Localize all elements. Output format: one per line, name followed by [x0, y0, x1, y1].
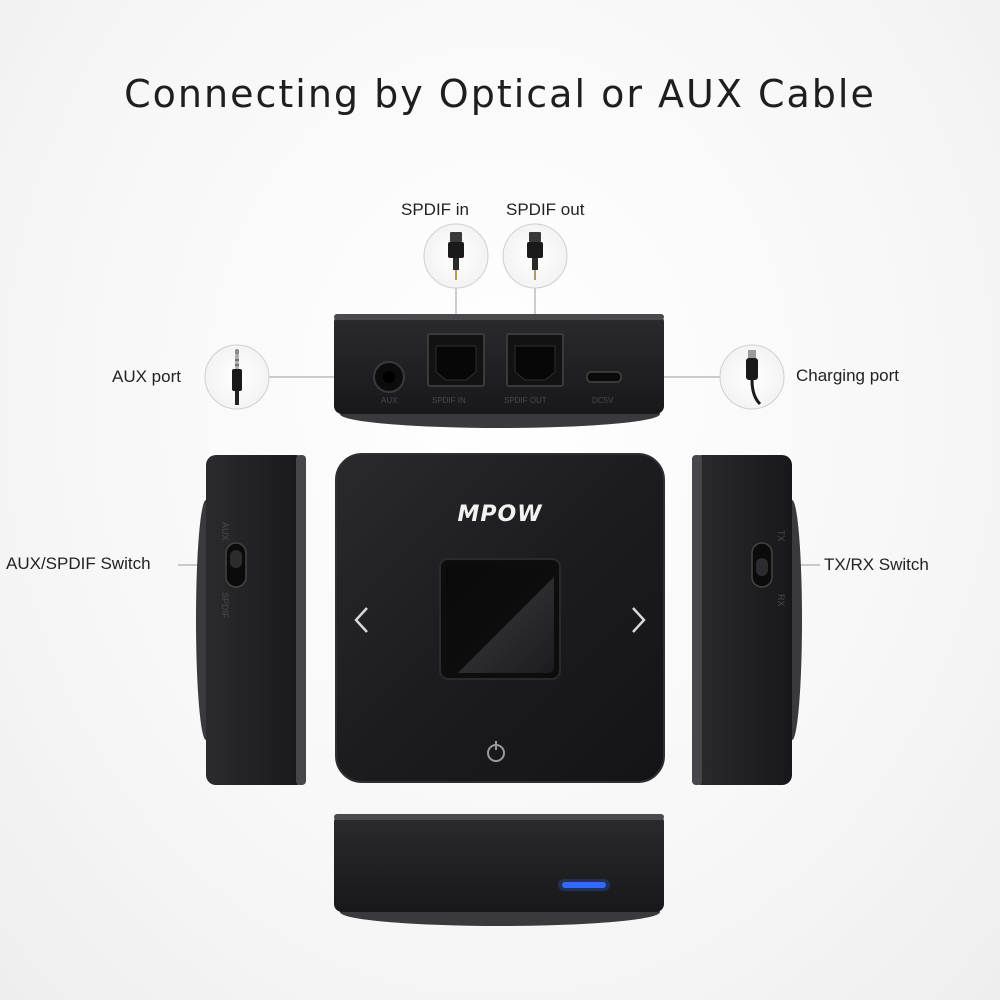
switch-label-tx: TX: [776, 530, 786, 542]
page-title: Connecting by Optical or AUX Cable: [124, 72, 876, 116]
brand-logo: MPOW: [458, 502, 544, 527]
charging-port-socket: [586, 371, 622, 383]
circle-charging-port: [719, 344, 785, 410]
label-charging-port: Charging port: [796, 366, 900, 385]
port-label-dc: DC5V: [592, 396, 614, 405]
device-top-view: MPOW: [335, 453, 665, 783]
label-spdif-in: SPDIF in: [401, 200, 470, 219]
spdif-out-socket: [506, 333, 564, 387]
switch-label-spdif: SPDIF: [220, 592, 230, 619]
power-icon: [487, 741, 505, 762]
aux-jack-icon: [232, 349, 242, 405]
circle-spdif-in: [423, 223, 489, 289]
port-label-aux: AUX: [381, 396, 398, 405]
device-left-side-view: AUX SPDIF: [196, 455, 306, 785]
switch-label-rx: RX: [776, 594, 786, 607]
port-label-spdif-in: SPDIF IN: [432, 396, 466, 405]
label-tx-rx-switch: TX/RX Switch: [824, 555, 929, 574]
switch-label-aux: AUX: [220, 522, 230, 541]
circle-spdif-out: [502, 223, 568, 289]
device-front-view: [334, 814, 664, 926]
optical-plug-icon: [448, 232, 464, 280]
device-back-view: AUX SPDIF IN SPDIF OUT DC5V: [334, 314, 664, 428]
label-spdif-out: SPDIF out: [506, 200, 585, 219]
optical-plug-icon: [527, 232, 543, 280]
usb-cable-icon: [746, 350, 762, 406]
circle-aux-port: [204, 344, 270, 410]
aux-spdif-switch: [225, 542, 247, 588]
tx-rx-switch: [751, 542, 773, 588]
port-label-spdif-out: SPDIF OUT: [504, 396, 547, 405]
led-indicator-icon: [562, 882, 606, 888]
aux-port-socket: [373, 361, 405, 393]
chevron-left-icon: [354, 607, 368, 633]
device-right-side-view: TX RX: [692, 455, 802, 785]
label-aux-spdif-switch: AUX/SPDIF Switch: [6, 554, 151, 573]
label-aux-port: AUX port: [112, 367, 181, 386]
chevron-right-icon: [632, 607, 646, 633]
spdif-in-socket: [427, 333, 485, 387]
